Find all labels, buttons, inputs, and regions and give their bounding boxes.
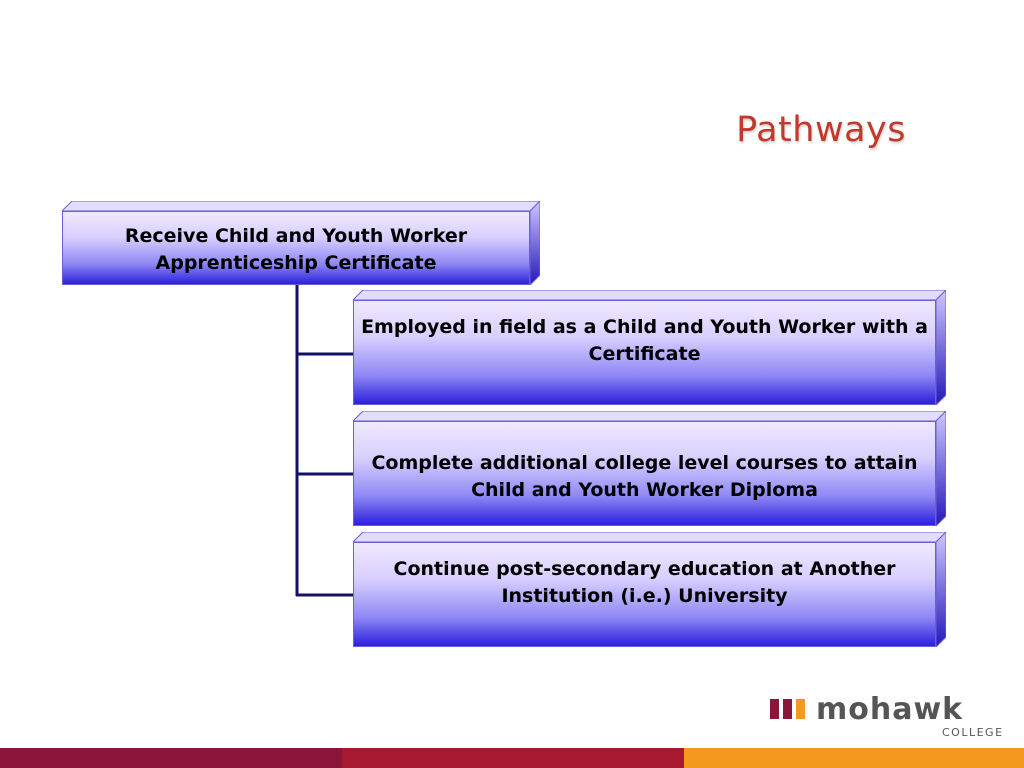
child-node-top-edge [353, 290, 946, 300]
root-node-top-edge [62, 201, 540, 211]
root-node-side-edge [530, 201, 540, 285]
child-node-employed: Employed in field as a Child and Youth W… [353, 290, 946, 405]
child-node-label: Continue post-secondary education at Ano… [353, 542, 936, 647]
root-node-label: Receive Child and Youth Worker Apprentic… [62, 211, 530, 285]
child-node-top-edge [353, 532, 946, 542]
footer-bar-maroon [0, 748, 342, 768]
footer-bar-red [342, 748, 684, 768]
child-node-side-edge [936, 411, 946, 526]
child-node-label: Complete additional college level course… [353, 421, 936, 526]
child-node-university: Continue post-secondary education at Ano… [353, 532, 946, 647]
footer-bar-orange [684, 748, 1024, 768]
root-node: Receive Child and Youth Worker Apprentic… [62, 201, 540, 285]
logo-bars-icon [770, 699, 808, 719]
child-node-side-edge [936, 532, 946, 647]
child-node-side-edge [936, 290, 946, 405]
logo-wordmark: mohawk [816, 692, 964, 727]
child-node-top-edge [353, 411, 946, 421]
child-node-label: Employed in field as a Child and Youth W… [353, 300, 936, 405]
logo-subtitle: COLLEGE [942, 726, 1004, 739]
child-node-diploma: Complete additional college level course… [353, 411, 946, 526]
slide-title: Pathways [736, 110, 906, 150]
